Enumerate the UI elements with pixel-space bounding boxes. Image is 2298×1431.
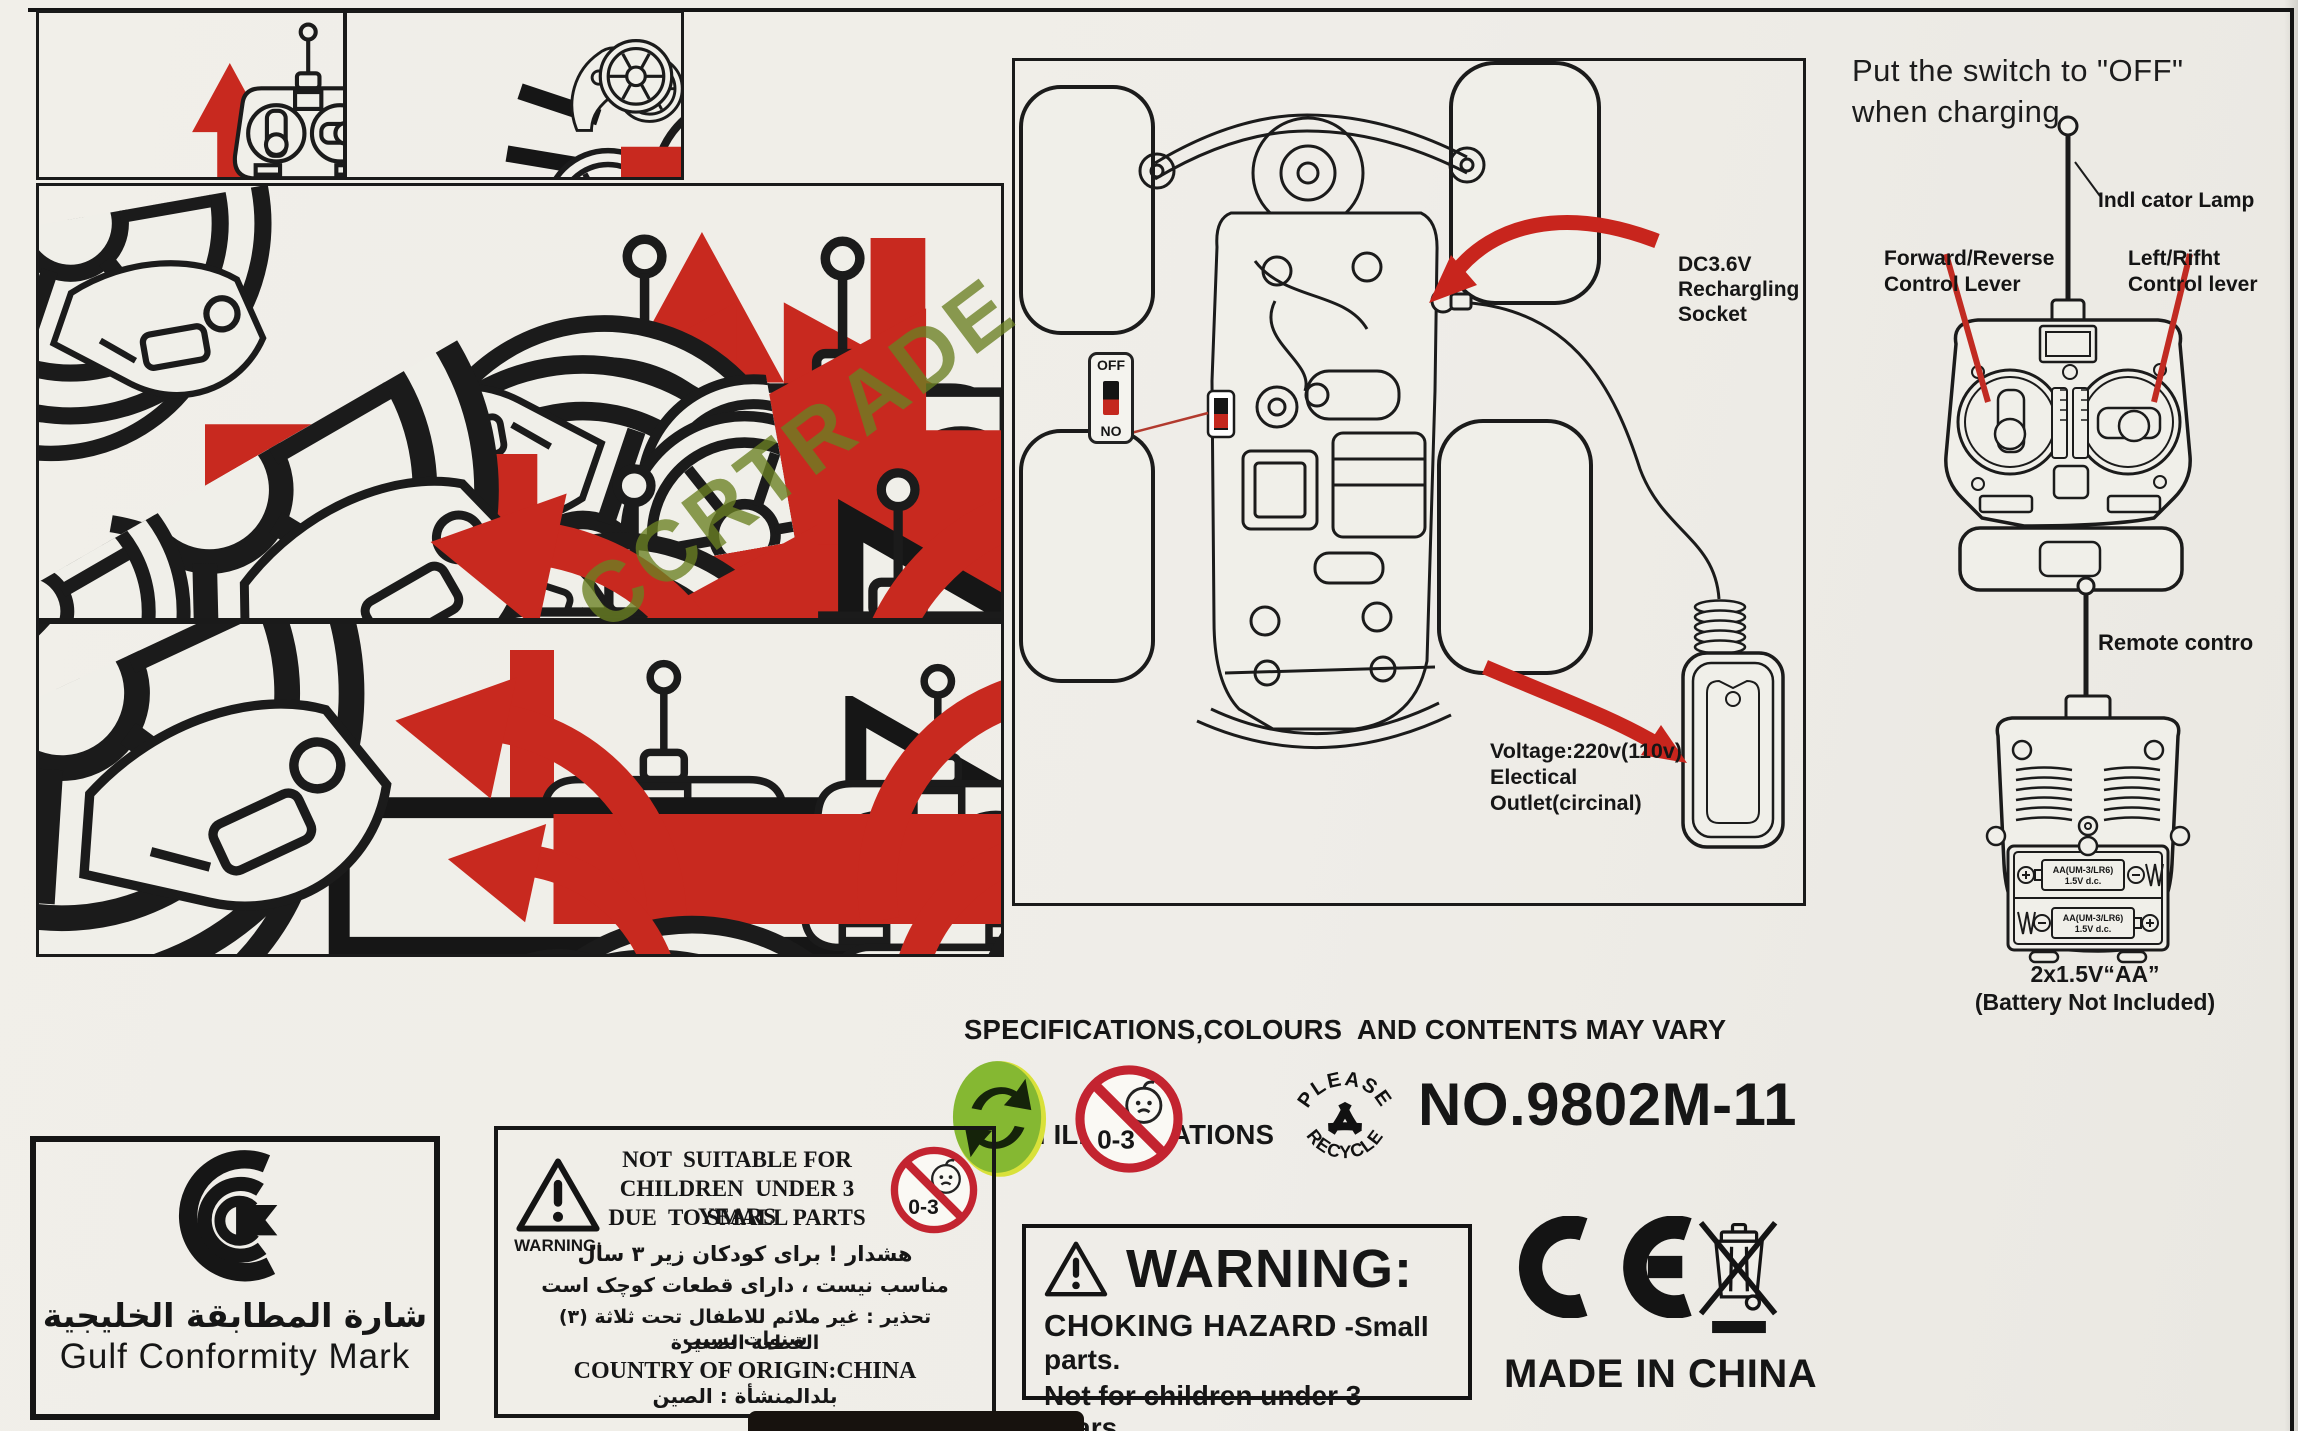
svg-text:RECYCLE: RECYCLE [1303,1125,1388,1162]
chassis-panel [1012,58,1806,906]
please-recycle-icon: PLEASE RECYCLE [1294,1068,1395,1162]
outlet-label: Voltage:220v(110v) Electical Outlet(circ… [1490,739,1683,815]
instruction-panel-4 [36,621,1004,957]
battery-cell-voltage: 1.5V d.c. [2075,924,2112,934]
car-wheel-icon [1019,85,1155,335]
choking-warning-box: WARNING: CHOKING HAZARD -Small parts. No… [1022,1224,1472,1431]
red-swoosh-arrow-icon [1482,660,1687,763]
gulf-mark-english: Gulf Conformity Mark [59,1337,411,1376]
choking-warning-title: WARNING: [1126,1239,1413,1299]
battery-cell-label: AA(UM-3/LR6) [2053,865,2114,875]
recharge-socket-label: DC3.6V Rechargling Socket [1678,253,1800,326]
antenna-tip-icon [2076,576,2096,596]
instruction-panel-3 [36,183,1004,621]
g-mark-icon [178,1150,278,1282]
remote-back-diagram: AA(UM-3/LR6) 1.5V d.c. AA(UM-3/LR6) 1.5V… [1985,576,2191,964]
car-wheel-icon [1437,419,1593,675]
charger-icon [1681,599,1785,849]
charging-note: Put the switch to "OFF" when charging [1852,53,2184,129]
country-of-origin: COUNTRY OF ORIGIN:CHINA [573,1358,917,1384]
green-dot-recycle-icon [952,1061,1047,1177]
remote-front-diagram [1943,115,2193,592]
red-swoosh-arrow-icon [1429,215,1660,303]
persian-warning-line1: هشدار ! برای کودکان زیر ۳ سال [577,1242,913,1266]
left-control-stick-icon [1993,417,2027,451]
switch-no-text: NO [1100,423,1122,439]
choking-hazard-line: CHOKING HAZARD -Small parts. [1044,1308,1429,1375]
age-0-3-icon: 0-3 [888,1144,980,1236]
power-switch-icon [1206,389,1236,439]
recycle-bottom-text: RECYCLE [1303,1125,1387,1162]
switch-off-text: OFF [1097,357,1125,373]
right-control-stick-icon [2117,409,2151,443]
battery-compartment-icon [2006,835,2170,964]
battery-note: 2x1.5V“AA” (Battery Not Included) [1974,961,2216,1015]
chassis-top-view-diagram [1019,61,1785,849]
vent-lines [2015,766,2161,822]
charger-wire [1470,301,1721,600]
svg-text:0-3: 0-3 [908,1196,939,1219]
battery-cell-voltage: 1.5V d.c. [2065,876,2102,886]
arabic-warning-line2: القطعة الصغيرة [670,1332,820,1354]
small-parts-notice-box: WARNING: NOT SUITABLE FOR CHILDREN UNDER… [494,1126,996,1418]
lamp-pointer-line [2074,161,2101,197]
specifications-note: SPECIFICATIONS,COLOURS AND CONTENTS MAY … [964,1014,1727,1150]
warning-triangle-icon [1044,1240,1108,1298]
recycle-arrows-icon [1328,1101,1362,1135]
left-right-label: Left/Rifht Control lever [2128,247,2258,296]
forward-reverse-label: Forward/Reverse Control Lever [1884,247,2055,296]
age-restriction-line: Not for children under 3 years. [1044,1380,1362,1431]
photo-edge-strip [748,1411,1084,1431]
warning-small-label: WARNING: [514,1236,602,1255]
instruction-panel-1 [36,10,346,180]
gulf-mark-arabic: شارة المطابقة الخليجية [42,1296,428,1335]
arabic-warning-line1: تحذير : غير ملائم للاطفال تحت ثلاثة (٣) … [558,1306,932,1350]
switch-toggle-icon [1103,381,1119,415]
remote-control-label: Remote contro [2098,630,2254,655]
age-range-text: 0-3 [1097,1125,1135,1155]
off-switch-label: OFF NO [1088,352,1134,444]
car-wheel-icon [1019,429,1155,683]
persian-warning-line2: مناسب نیست ، دارای قطعات کوچک است [541,1273,949,1297]
indicator-lamp-label: Indl cator Lamp [2098,189,2255,212]
arabic-origin-line: بلدالمنشأة : الصين [652,1384,838,1408]
antenna-tip-icon [2057,115,2079,137]
made-in-label: MADE IN CHINA [1504,1352,1818,1396]
battery-cell-label: AA(UM-3/LR6) [2063,913,2124,923]
remote-transmitter-icon [235,25,343,177]
gulf-conformity-box: شارة المطابقة الخليجية Gulf Conformity M… [30,1136,440,1420]
label-pointer-lines [1943,253,2193,403]
weee-bin-icon [1698,1220,1778,1334]
switch-pointer-line [1130,411,1209,435]
model-number: NO.9802M-11 [1418,1071,1798,1138]
warning-triangle-icon [516,1156,600,1234]
photo-edge-shadow [2284,0,2298,1431]
instruction-panel-2 [344,10,684,180]
ce-mark-icon [1519,1216,1692,1318]
age-0-3-icon: 0-3 [1072,1062,1186,1176]
car-wheel-icon [1449,61,1601,305]
